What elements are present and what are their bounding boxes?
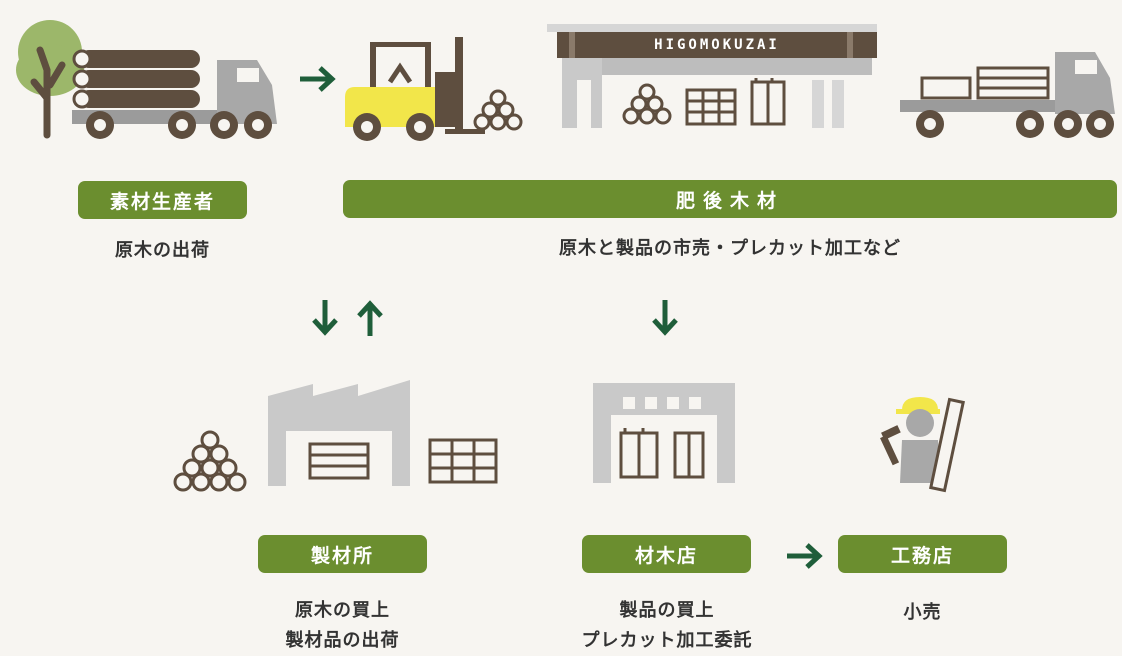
forklift-icon <box>345 37 485 141</box>
log-pile-icon <box>173 430 247 492</box>
badge-sawmill: 製材所 <box>258 535 427 573</box>
badge-higo: 肥後木材 <box>343 180 1117 218</box>
tree-icon <box>16 20 84 139</box>
desc-store-line1: 製品の買上 <box>619 600 715 621</box>
arrow-right-icon <box>787 543 823 569</box>
store-icon <box>593 383 735 483</box>
lumber-truck-icon <box>900 52 1115 138</box>
carpenter-icon <box>880 397 965 493</box>
factory-icon <box>268 380 410 486</box>
store-sign: HIGOMOKUZAI <box>654 37 780 53</box>
arrow-down-icon <box>652 300 678 336</box>
lumber-stack-icon <box>428 438 498 484</box>
desc-sawmill-line1: 原木の買上 <box>295 600 390 621</box>
log-truck-icon <box>72 49 277 139</box>
arrow-right-icon <box>300 66 336 92</box>
badge-lumber-store: 材木店 <box>582 535 751 573</box>
desc-builder: 小売 <box>903 602 942 623</box>
desc-sawmill: 原木の買上 製材品の出荷 <box>230 596 455 656</box>
warehouse-icon <box>547 24 877 128</box>
desc-store: 製品の買上 プレカット加工委託 <box>547 596 787 656</box>
desc-producer: 原木の出荷 <box>115 240 210 261</box>
desc-higo: 原木と製品の市売・プレカット加工など <box>559 238 901 259</box>
badge-builder: 工務店 <box>838 535 1007 573</box>
desc-store-line2: プレカット加工委託 <box>581 630 753 651</box>
arrow-up-icon <box>357 300 383 336</box>
log-pile-icon <box>473 89 523 131</box>
arrow-down-icon <box>312 300 338 336</box>
desc-sawmill-line2: 製材品の出荷 <box>285 630 400 651</box>
badge-producer: 素材生産者 <box>78 181 247 219</box>
